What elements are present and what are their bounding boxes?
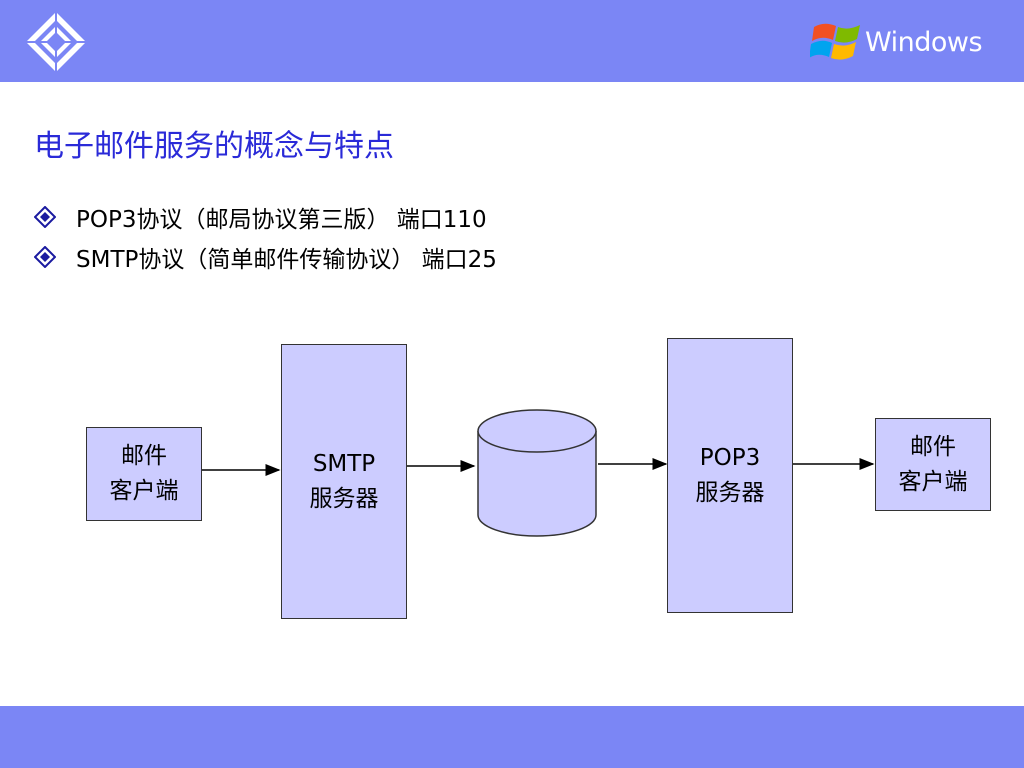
pop3-server-box: POP3 服务器 — [667, 338, 793, 613]
box-label: 邮件 — [910, 433, 956, 460]
box-label: 服务器 — [695, 479, 765, 506]
box-label: 服务器 — [309, 485, 379, 512]
bullet-text: SMTP协议（简单邮件传输协议） 端口25 — [76, 247, 497, 273]
bullet-item-pop3: POP3协议（邮局协议第三版） 端口110 — [34, 197, 497, 237]
bullet-text: POP3协议（邮局协议第三版） 端口110 — [76, 207, 487, 233]
diamond-bullet-icon — [34, 246, 56, 268]
smtp-server-box: SMTP 服务器 — [281, 344, 407, 619]
database-cylinder-icon — [477, 409, 597, 537]
bullet-list: POP3协议（邮局协议第三版） 端口110 SMTP协议（简单邮件传输协议） 端… — [34, 197, 497, 277]
box-label: POP3 — [699, 444, 761, 471]
header-bar: Windows — [0, 0, 1024, 82]
mail-client-right-box: 邮件 客户端 — [875, 418, 991, 511]
page-title: 电子邮件服务的概念与特点 — [34, 129, 394, 164]
box-label: 客户端 — [898, 468, 968, 495]
windows-flag-icon — [810, 23, 860, 60]
bullet-item-smtp: SMTP协议（简单邮件传输协议） 端口25 — [34, 237, 497, 277]
diamond-bullet-icon — [34, 206, 56, 228]
box-label: 客户端 — [109, 478, 179, 504]
brand-text: Windows — [865, 27, 983, 58]
box-label: 邮件 — [121, 443, 167, 469]
footer-bar — [0, 706, 1024, 768]
mail-client-left-box: 邮件 客户端 — [86, 427, 202, 521]
box-label: SMTP — [312, 450, 376, 477]
diamond-pattern-icon — [26, 12, 86, 72]
